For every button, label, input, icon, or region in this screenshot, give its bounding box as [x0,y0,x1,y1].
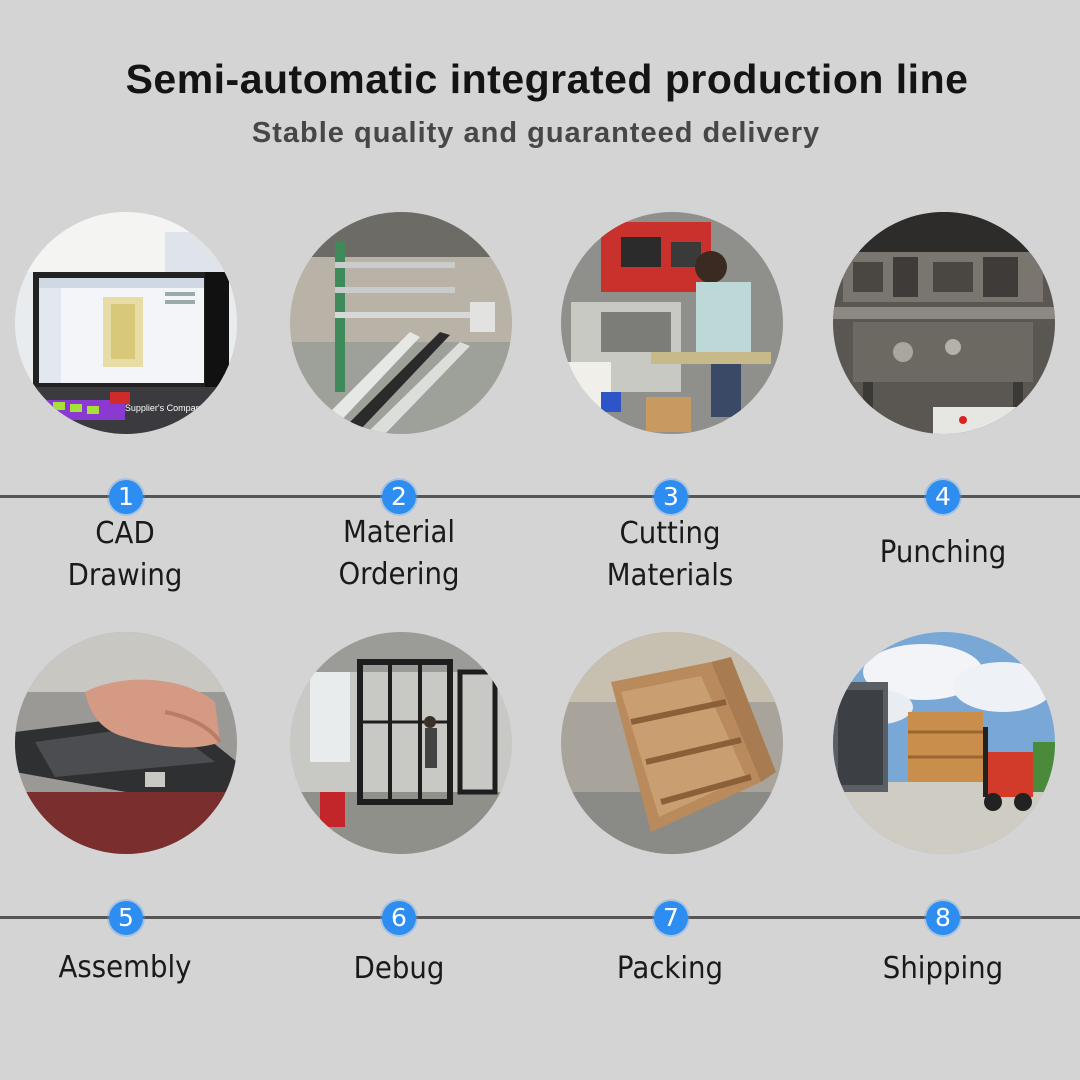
step-5-label: Assembly [33,947,217,989]
step-3-label-line-1: Cutting [619,516,721,551]
step-1-badge: 1 [109,480,143,514]
step-5-badge: 5 [109,901,143,935]
step-6-photo [290,632,512,854]
step-4-label: Punching [851,532,1035,574]
step-3-badge: 3 [654,480,688,514]
step-5-photo [15,632,237,854]
step-1-label-line-2: Drawing [67,558,183,593]
supplier-caption: Supplier's Company [125,403,206,413]
step-3-label: Cutting Materials [578,513,762,597]
step-8-badge: 8 [926,901,960,935]
step-8-photo [833,632,1055,854]
step-7-label: Packing [578,948,762,990]
step-7-badge: 7 [654,901,688,935]
step-1-photo: Supplier's Company [15,212,237,434]
step-7-label-line-1: Packing [616,951,724,986]
page-title: Semi-automatic integrated production lin… [125,56,969,102]
step-6-label-line-1: Debug [353,951,445,986]
step-4-photo [833,212,1055,434]
step-2-photo [290,212,512,434]
step-3-photo [561,212,783,434]
step-1-label-line-1: CAD [95,516,155,551]
step-3-label-line-2: Materials [606,558,734,593]
timeline-row-2 [0,916,1080,919]
page-subtitle: Stable quality and guaranteed delivery [251,117,821,149]
step-2-badge: 2 [382,480,416,514]
step-1-label: CAD Drawing [33,513,217,597]
step-5-label-line-1: Assembly [58,950,192,985]
step-6-badge: 6 [382,901,416,935]
step-2-label-line-2: Ordering [338,557,460,592]
step-2-label: Material Ordering [307,512,491,596]
timeline-row-1 [0,495,1080,498]
step-6-label: Debug [307,948,491,990]
step-4-badge: 4 [926,480,960,514]
step-2-label-line-1: Material [342,515,456,550]
step-8-label-line-1: Shipping [882,951,1004,986]
step-4-label-line-1: Punching [879,535,1007,570]
step-8-label: Shipping [851,948,1035,990]
step-7-photo [561,632,783,854]
